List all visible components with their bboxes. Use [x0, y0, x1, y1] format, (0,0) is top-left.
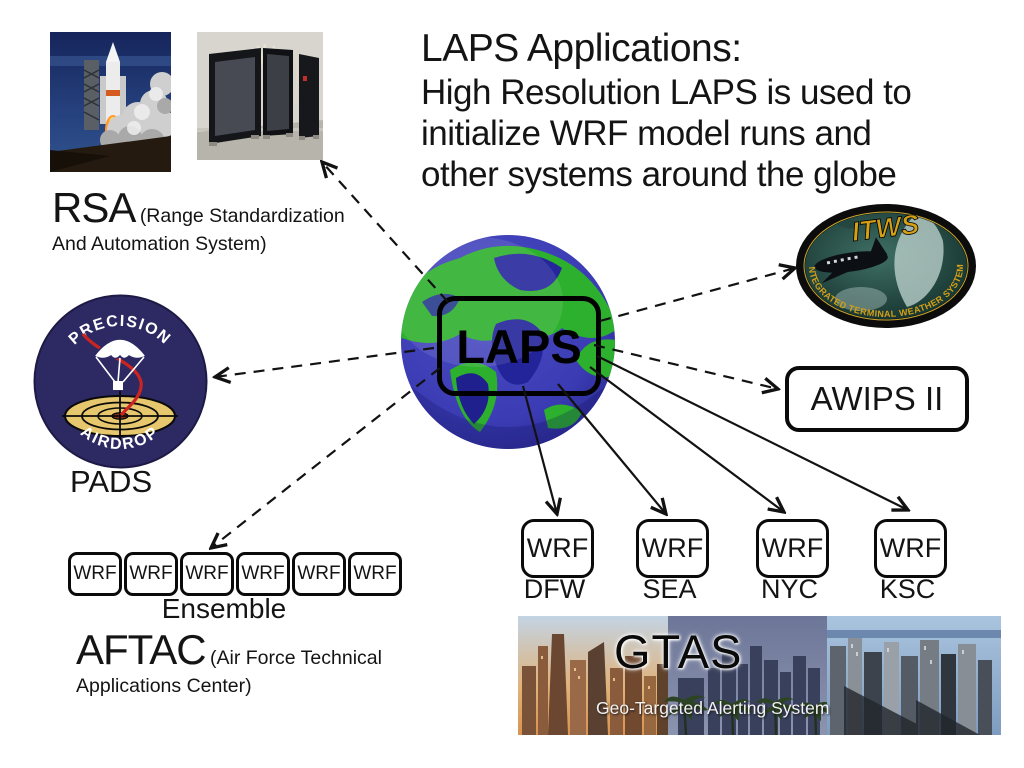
- aftac-desc-line2: Applications Center): [76, 675, 252, 697]
- wrf-site-sea: SEA: [642, 574, 697, 604]
- wrf-site-nyc: NYC: [760, 574, 818, 604]
- server-racks-illustration: [197, 32, 323, 160]
- slide-subtitle-line: initialize WRF model runs and: [421, 114, 872, 153]
- laps-center-node: LAPS: [437, 296, 601, 396]
- target-icon: [62, 391, 178, 441]
- slide-subtitle-line: High Resolution LAPS is used to: [421, 73, 912, 112]
- slide-title: LAPS Applications:: [421, 27, 742, 70]
- itws-logo: ITWS INTEGRATED TERMINAL WEATHER SYSTEM: [794, 195, 976, 328]
- pads-badge: PRECISION AIRDROP: [33, 294, 208, 469]
- gtas-subtitle: Geo-Targeted Alerting System: [596, 698, 830, 718]
- ensemble-wrf-box: WRF: [180, 552, 234, 596]
- ensemble-wrf-box: WRF: [124, 552, 178, 596]
- ensemble-box-label: WRF: [297, 563, 341, 584]
- wrf-box-label: WRF: [641, 533, 704, 563]
- connector-laps-to-awips: [593, 343, 778, 389]
- wrf-ensemble-row: WRF WRF WRF WRF WRF WRF: [68, 552, 402, 596]
- gtas-title: GTAS: [614, 625, 743, 678]
- connector-laps-to-itws: [599, 268, 795, 323]
- slide-subtitle-line: other systems around the globe: [421, 155, 897, 194]
- wrf-box-label: WRF: [526, 533, 589, 563]
- awips-label: AWIPS II: [810, 380, 944, 417]
- server-racks-photo: [197, 32, 323, 160]
- aftac-desc-line1: (Air Force Technical: [210, 647, 382, 669]
- laps-label: LAPS: [456, 319, 582, 373]
- aftac-caption: AFTAC (Air Force Technical Applications …: [76, 626, 406, 698]
- ensemble-box-label: WRF: [129, 563, 173, 584]
- rsa-desc-line2: And Automation System): [52, 233, 267, 255]
- airplane-icon: [814, 237, 888, 284]
- ensemble-wrf-box: WRF: [68, 552, 122, 596]
- wrf-box-label: WRF: [761, 533, 824, 563]
- ensemble-box-label: WRF: [185, 563, 229, 584]
- title-block: LAPS Applications: High Resolution LAPS …: [421, 26, 1017, 195]
- wrf-box-nyc: WRF: [756, 519, 829, 578]
- aftac-abbr: AFTAC: [76, 626, 207, 673]
- palm-trees: [664, 695, 833, 736]
- itws-badge: ITWS INTEGRATED TERMINAL WEATHER SYSTEM: [794, 195, 977, 329]
- gtas-cityscape: [518, 616, 1001, 736]
- wrf-box-dfw: WRF: [521, 519, 594, 578]
- rsa-desc-line1: (Range Standardization: [139, 205, 345, 227]
- ensemble-wrf-box: WRF: [236, 552, 290, 596]
- parachute-icon: [92, 338, 148, 390]
- drop-path-line: [81, 332, 143, 417]
- ensemble-box-label: WRF: [241, 563, 285, 584]
- ensemble-wrf-box: WRF: [292, 552, 346, 596]
- connector-laps-to-wrf-nyc: [589, 366, 784, 512]
- ensemble-caption: Ensemble: [161, 593, 287, 624]
- gtas-banner: GTAS Geo-Targeted Alerting System: [518, 616, 1001, 736]
- ensemble-box-label: WRF: [353, 563, 397, 584]
- pads-logo: PRECISION AIRDROP: [33, 294, 208, 469]
- rsa-caption: RSA (Range Standardization And Automatio…: [52, 184, 382, 256]
- wrf-box-sea: WRF: [636, 519, 709, 578]
- pads-label: PADS: [70, 464, 153, 499]
- ensemble-box-label: WRF: [73, 563, 117, 584]
- awips-node: AWIPS II: [785, 366, 969, 432]
- wrf-box-ksc: WRF: [874, 519, 947, 578]
- wrf-box-label: WRF: [879, 533, 942, 563]
- wrf-site-dfw: DFW: [523, 574, 586, 604]
- rsa-abbr: RSA: [52, 184, 136, 231]
- ensemble-wrf-box: WRF: [348, 552, 402, 596]
- rocket-launch-illustration: [50, 32, 177, 172]
- rocket-launch-photo: [50, 32, 177, 172]
- wrf-site-ksc: KSC: [879, 574, 936, 604]
